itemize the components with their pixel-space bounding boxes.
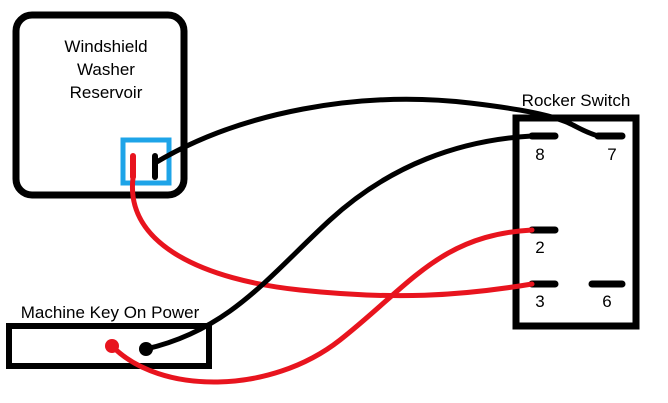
pin-label-2: 2	[535, 238, 544, 257]
reservoir-label-line-2: Washer	[77, 60, 135, 79]
pin-label-3: 3	[535, 292, 544, 311]
rocker-switch-label: Rocker Switch	[522, 91, 631, 110]
key-power-label: Machine Key On Power	[21, 303, 200, 322]
reservoir-label-line-3: Reservoir	[70, 83, 143, 102]
washer-reservoir: Windshield Washer Reservoir	[12, 11, 188, 199]
wires	[109, 96, 601, 385]
pin-label-7: 7	[607, 145, 616, 164]
machine-key-power: Machine Key On Power	[6, 303, 212, 369]
pin-label-8: 8	[535, 145, 544, 164]
wire-red-key-to-pin-2	[109, 227, 535, 385]
wire-red-reservoir-to-pin-3	[130, 175, 535, 299]
rocker-switch-body	[512, 114, 640, 330]
key-power-terminal-ground[interactable]	[139, 342, 153, 356]
wire-black-key-to-pin-8	[143, 133, 535, 352]
pin-label-6: 6	[602, 292, 611, 311]
reservoir-label-line-1: Windshield	[64, 37, 147, 56]
key-power-terminal-positive[interactable]	[105, 339, 119, 353]
wire-black-reservoir-to-pin-7	[152, 96, 601, 166]
rocker-switch: Rocker Switch 8 7 2 3 6	[512, 91, 640, 330]
